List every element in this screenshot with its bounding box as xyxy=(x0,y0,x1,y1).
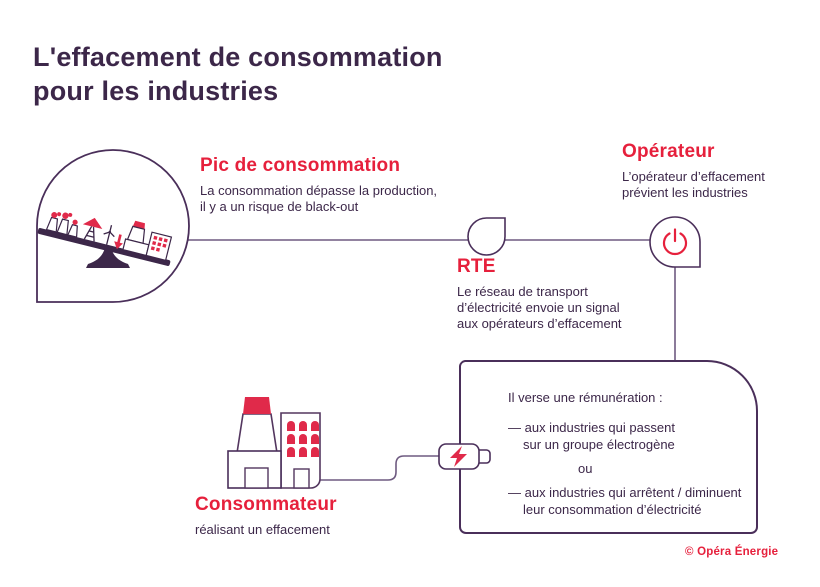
rte-heading: RTE xyxy=(457,256,496,277)
peak-description: La consommation dépasse la production, i… xyxy=(200,183,438,214)
factory-windows xyxy=(287,421,319,457)
operator-node xyxy=(649,216,701,268)
remuneration-separator: ou xyxy=(578,461,593,476)
section-rte: RTE Le réseau de transport d’électricité… xyxy=(457,256,677,332)
peak-heading: Pic de consommation xyxy=(200,155,401,176)
remuneration-option-1: — aux industries qui passent sur un grou… xyxy=(508,420,675,452)
remuneration-intro: Il verse une rémunération : xyxy=(508,390,663,405)
building-door xyxy=(293,468,310,489)
power-icon xyxy=(662,228,688,256)
consumer-heading: Consommateur xyxy=(195,494,337,515)
consumer-description: réalisant un effacement xyxy=(195,522,330,537)
rte-description: Le réseau de transport d’électricité env… xyxy=(457,284,622,331)
lightning-bolt-battery-icon xyxy=(438,443,491,470)
page-title: L'effacement de consommation pour les in… xyxy=(33,42,443,107)
mini-building-icon xyxy=(145,231,173,262)
operator-description: L’opérateur d’effacement prévient les in… xyxy=(622,169,765,200)
seesaw-balance-icon xyxy=(36,149,190,303)
lightning-bolt-icon xyxy=(450,446,467,467)
pylon-icon xyxy=(82,217,103,242)
remuneration-box-outline xyxy=(459,360,758,534)
down-arrow-icon xyxy=(114,234,123,250)
section-consumer: Consommateur réalisant un effacement xyxy=(195,494,415,538)
connector-lines xyxy=(188,239,676,481)
section-operator: Opérateur L’opérateur d’effacement prévi… xyxy=(622,141,812,201)
connector-factory-to-box xyxy=(318,455,440,481)
factory-door xyxy=(244,467,269,489)
remuneration-option-2: — aux industries qui arrêtent / diminuen… xyxy=(508,485,742,517)
copyright-notice: © Opéra Énergie xyxy=(685,546,779,558)
section-peak: Pic de consommation La consommation dépa… xyxy=(200,155,470,215)
remuneration-box-content: Il verse une rémunération : — aux indust… xyxy=(508,389,758,518)
wind-turbine-icon xyxy=(103,225,115,245)
operator-heading: Opérateur xyxy=(622,141,715,162)
chimney-cap xyxy=(243,397,271,414)
droplet-node-icon xyxy=(467,217,506,256)
factory-icon xyxy=(227,397,321,489)
